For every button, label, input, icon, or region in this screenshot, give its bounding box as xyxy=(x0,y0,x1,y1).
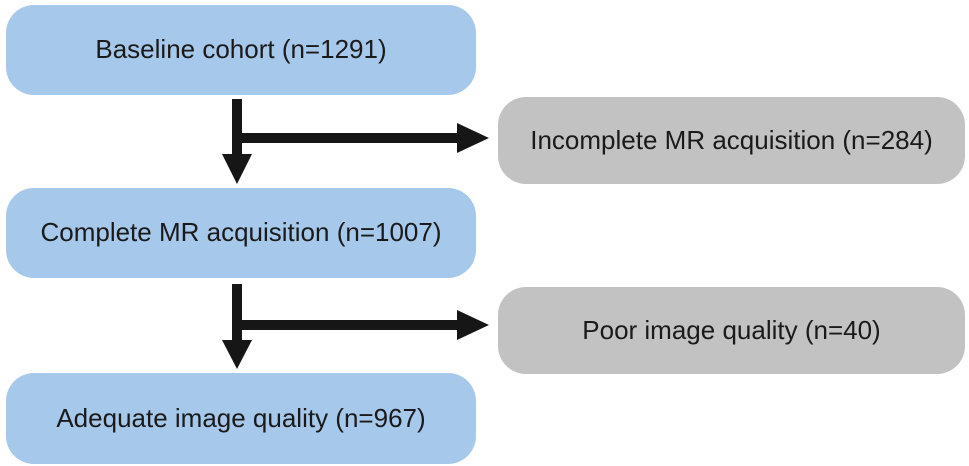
arrow-down-baseline-to-complete-icon xyxy=(222,99,252,184)
node-poor-image-quality: Poor image quality (n=40) xyxy=(498,287,965,374)
arrow-right-branch-to-poor-icon xyxy=(232,310,489,340)
node-baseline-cohort-label: Baseline cohort (n=1291) xyxy=(95,34,387,65)
node-adequate-image-quality-label: Adequate image quality (n=967) xyxy=(56,402,426,433)
node-incomplete-mr-acquisition-label: Incomplete MR acquisition (n=284) xyxy=(530,124,933,155)
node-complete-mr-acquisition: Complete MR acquisition (n=1007) xyxy=(6,188,476,278)
node-adequate-image-quality: Adequate image quality (n=967) xyxy=(6,373,476,464)
node-poor-image-quality-label: Poor image quality (n=40) xyxy=(582,314,881,345)
node-complete-mr-acquisition-label: Complete MR acquisition (n=1007) xyxy=(40,217,442,248)
arrow-right-branch-to-incomplete-icon xyxy=(232,123,489,153)
arrow-down-complete-to-adequate-icon xyxy=(222,284,252,369)
node-incomplete-mr-acquisition: Incomplete MR acquisition (n=284) xyxy=(498,97,965,184)
node-baseline-cohort: Baseline cohort (n=1291) xyxy=(6,5,476,95)
